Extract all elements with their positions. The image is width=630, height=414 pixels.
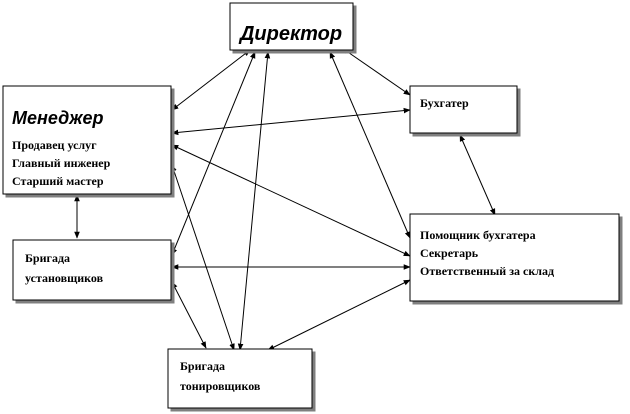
director-title: Директор (238, 23, 342, 45)
manager-line-2: Главный инженер (12, 156, 111, 170)
assistant-line-3: Ответственный за склад (420, 264, 554, 278)
installers-line-2: установщиков (25, 271, 104, 285)
box-accountant: Бухгатер (409, 85, 518, 134)
tinters-line-1: Бригада (180, 359, 225, 373)
box-installers: Бригада установщиков (12, 239, 172, 301)
connector-manager-assistant (171, 144, 411, 257)
assistant-line-2: Секретарь (420, 246, 479, 260)
box-tinters: Бригада тонировщиков (167, 348, 313, 409)
assistant-line-1: Помощник бухгатера (420, 228, 536, 242)
accountant-line-1: Бухгатер (420, 96, 469, 110)
connector-accountant-assistant (459, 134, 496, 216)
manager-line-1: Продавец услуг (12, 138, 97, 152)
box-manager: Менеджер Продавец услуг Главный инженер … (2, 85, 172, 195)
connector-director-accountant (341, 47, 411, 96)
connector-manager-tinters (171, 164, 235, 351)
connector-director-tinters (237, 51, 271, 351)
tinters-line-2: тонировщиков (180, 379, 261, 393)
connector-director-manager (171, 49, 251, 111)
connector-director-assistant (329, 51, 411, 239)
connector-director-installers (171, 51, 256, 256)
manager-line-3: Старший мастер (12, 174, 104, 188)
box-assistant: Помощник бухгатера Секретарь Ответственн… (409, 213, 620, 302)
box-director: Директор (229, 2, 354, 51)
connector-installers-tinters (171, 281, 207, 349)
installers-line-1: Бригада (25, 251, 70, 265)
connector-assistant-tinters (267, 279, 411, 351)
connector-manager-accountant (171, 107, 411, 136)
manager-title: Менеджер (12, 108, 104, 128)
